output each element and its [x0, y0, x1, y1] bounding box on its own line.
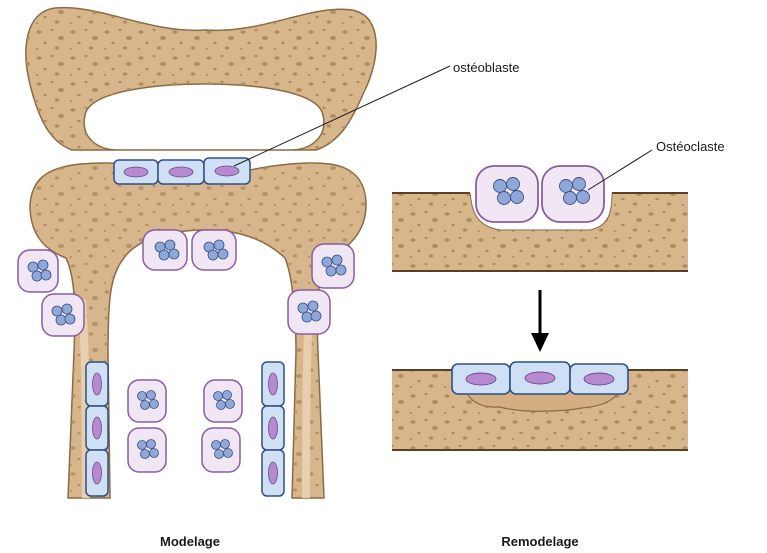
osteoclast	[204, 380, 242, 422]
osteoblast	[262, 406, 284, 450]
osteoclast	[542, 166, 604, 222]
osteoblast-row-top	[114, 158, 250, 184]
remodeling-caption: Remodelage	[501, 534, 578, 549]
osteoblast-label: ostéoblaste	[453, 60, 520, 75]
osteoblast	[570, 364, 628, 394]
osteoclast	[143, 230, 187, 270]
osteoblast	[510, 362, 570, 394]
osteoclast	[288, 290, 330, 334]
osteoclast	[312, 244, 354, 288]
osteoblast	[86, 450, 108, 496]
osteoblast-column-right	[262, 362, 284, 496]
modeling-caption: Modelage	[160, 534, 220, 549]
bone-top-cap	[26, 8, 376, 150]
osteoclast-label: Ostéoclaste	[656, 139, 725, 154]
osteoblast	[86, 406, 108, 450]
osteoclast-pair-arch	[143, 230, 236, 270]
remodeling-diagram	[392, 150, 688, 450]
osteoclast	[128, 380, 166, 422]
osteoclast	[476, 166, 538, 222]
osteoblast	[262, 450, 284, 496]
osteoblast-column-left	[86, 362, 108, 496]
osteoclast	[192, 230, 236, 270]
modeling-diagram	[18, 8, 450, 498]
bone-slab-resorption	[392, 193, 688, 271]
transition-arrow	[531, 290, 549, 352]
osteoclast	[42, 294, 84, 336]
osteoblast-row-remodel	[452, 362, 628, 394]
osteoclast	[128, 428, 166, 472]
osteoblast	[452, 364, 510, 394]
osteoblast	[86, 362, 108, 406]
osteoclast	[18, 250, 58, 292]
osteoclast	[202, 428, 240, 472]
osteoblast	[262, 362, 284, 406]
osteoblast	[158, 160, 204, 184]
osteoblast	[114, 160, 158, 184]
